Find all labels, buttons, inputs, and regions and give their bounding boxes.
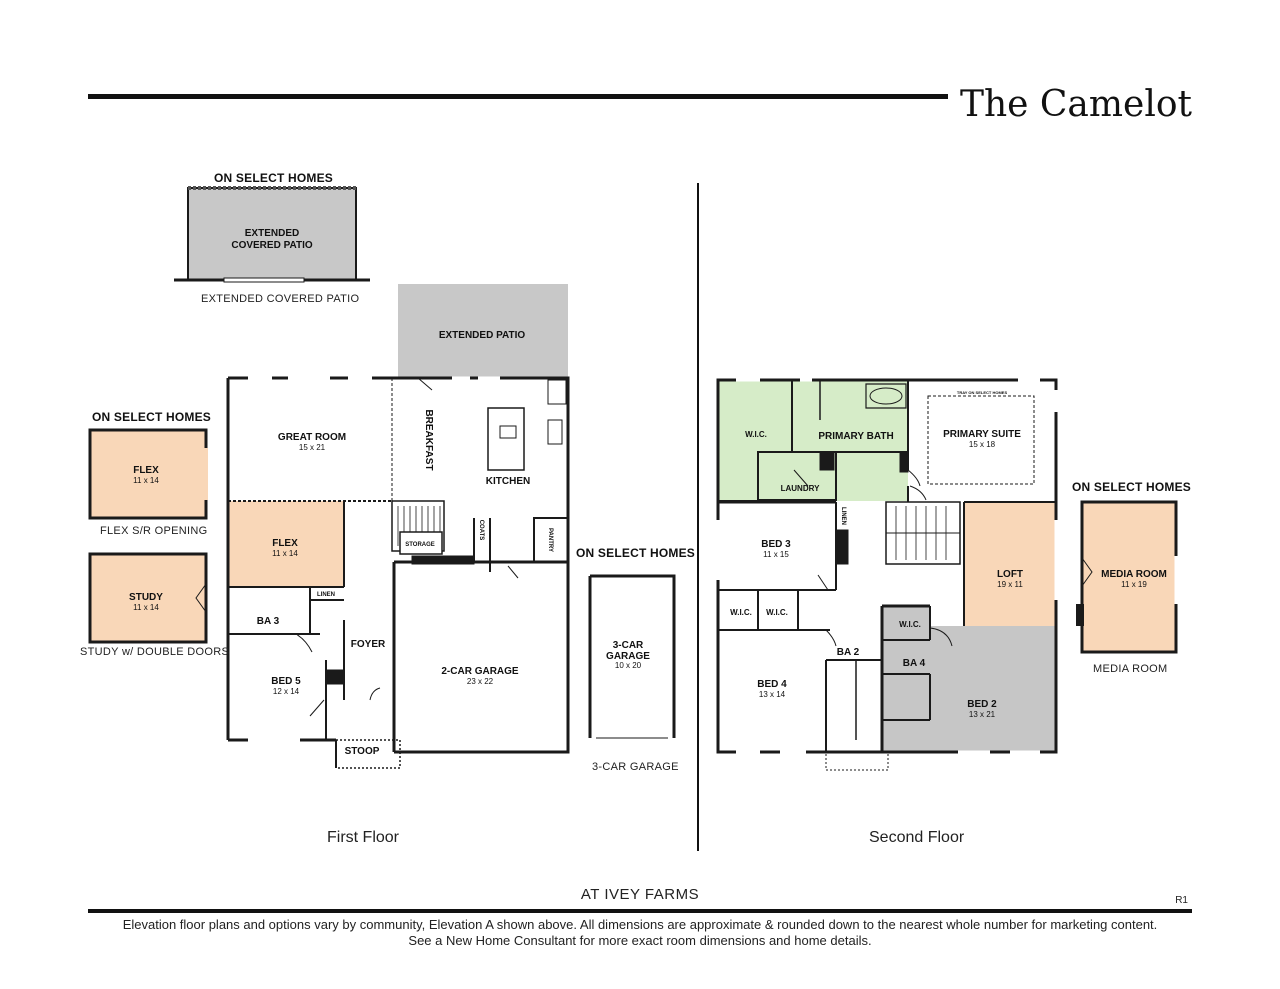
select-homes-media: ON SELECT HOMES [1072,480,1192,494]
great-room-label: GREAT ROOM [278,432,346,443]
garage-label: 2-CAR GARAGE [441,666,519,677]
revision-tag: R1 [1175,895,1188,906]
garage3-caption: 3-CAR GARAGE [592,761,679,773]
foyer-label: FOYER [351,639,386,650]
extended-patio-label: EXTENDED PATIO [439,330,526,341]
kitchen-label: KITCHEN [486,476,530,487]
laundry-label: LAUNDRY [781,484,820,493]
ba4-label: BA 4 [903,658,926,669]
bed3-dim: 11 x 15 [763,550,789,559]
media-room-label: MEDIA ROOM [1101,569,1167,580]
disclaimer-line-1: Elevation floor plans and options vary b… [122,917,1158,932]
opt-study-label: STUDY [129,592,163,603]
breakfast-label: BREAKFAST [423,409,434,470]
floor-plan-drawing: EXTENDED COVERED PATIO EXTENDED PATIO [88,186,1178,771]
loft-label: LOFT [997,569,1023,580]
covered-patio-label: EXTENDED [245,228,299,239]
option-flex: FLEX 11 x 14 [88,428,208,520]
bed3-label: BED 3 [761,539,791,550]
primary-bath-label: PRIMARY BATH [818,431,893,442]
bed5-label: BED 5 [271,676,301,687]
garage-dim: 23 x 22 [467,677,494,686]
flex-dim: 11 x 14 [272,549,298,558]
extended-patio: EXTENDED PATIO [398,284,568,378]
plan-title: The Camelot [959,84,1192,125]
footer-rule [88,909,1192,913]
option-media-room: MEDIA ROOM 11 x 19 [1076,500,1178,654]
linen2-label: LINEN [840,507,846,525]
second-floor-label: Second Floor [869,829,965,846]
select-homes-patio: ON SELECT HOMES [214,171,334,185]
flex-label: FLEX [272,538,298,549]
stoop-label: STOOP [345,746,380,757]
first-floor-label: First Floor [327,829,399,846]
flex-caption: FLEX S/R OPENING [100,525,208,537]
disclaimer-line-2: See a New Home Consultant for more exact… [408,933,872,948]
floor-divider [697,183,699,851]
coats-label: COATS [478,520,484,541]
select-homes-flex: ON SELECT HOMES [92,410,212,424]
option-3car-garage: 3-CAR GARAGE 10 x 20 [588,574,676,739]
media-caption: MEDIA ROOM [1093,663,1168,675]
garage3-label-2: GARAGE [606,651,650,662]
primary-bath-fill [718,380,908,501]
first-floor-walls [226,376,570,769]
garage3-label: 3-CAR [613,640,644,651]
loft-dim: 19 x 11 [997,580,1023,589]
garage3-dim: 10 x 20 [615,661,642,670]
wic-bed2-label: W.I.C. [899,620,921,629]
wic-primary-label: W.I.C. [745,430,767,439]
bed5-dim: 12 x 14 [273,687,300,696]
select-homes-garage: ON SELECT HOMES [576,546,696,560]
tray-label: TRAY ON SELECT HOMES [957,390,1008,395]
bed4-label: BED 4 [757,679,787,690]
bed2-dim: 13 x 21 [969,710,996,719]
opt-flex-dim: 11 x 14 [133,476,159,485]
bed4-dim: 13 x 14 [759,690,786,699]
bed2-label: BED 2 [967,699,997,710]
community-name: AT IVEY FARMS [580,886,700,903]
pantry-label: PANTRY [547,528,553,552]
linen-label: LINEN [317,592,335,598]
storage-label: STORAGE [405,542,435,548]
study-caption: STUDY w/ DOUBLE DOORS [80,646,230,658]
flex-room-fill [229,501,344,587]
covered-patio-label-2: COVERED PATIO [231,240,313,251]
primary-suite-dim: 15 x 18 [969,440,996,449]
opt-study-dim: 11 x 14 [133,603,159,612]
wic-b-label: W.I.C. [766,608,788,617]
covered-patio-caption: EXTENDED COVERED PATIO [201,293,360,305]
ba2-label: BA 2 [837,647,860,658]
option-study: STUDY 11 x 14 [88,552,208,644]
header-rule [88,94,948,99]
opt-flex-label: FLEX [133,465,159,476]
wic-a-label: W.I.C. [730,608,752,617]
option-covered-patio: EXTENDED COVERED PATIO [174,186,370,283]
media-room-dim: 11 x 19 [1121,580,1147,589]
ba3-label: BA 3 [257,616,280,627]
great-room-dim: 15 x 21 [299,443,326,452]
bed2-fill [882,606,1056,752]
primary-suite-label: PRIMARY SUITE [943,429,1021,440]
loft-fill [964,502,1056,626]
